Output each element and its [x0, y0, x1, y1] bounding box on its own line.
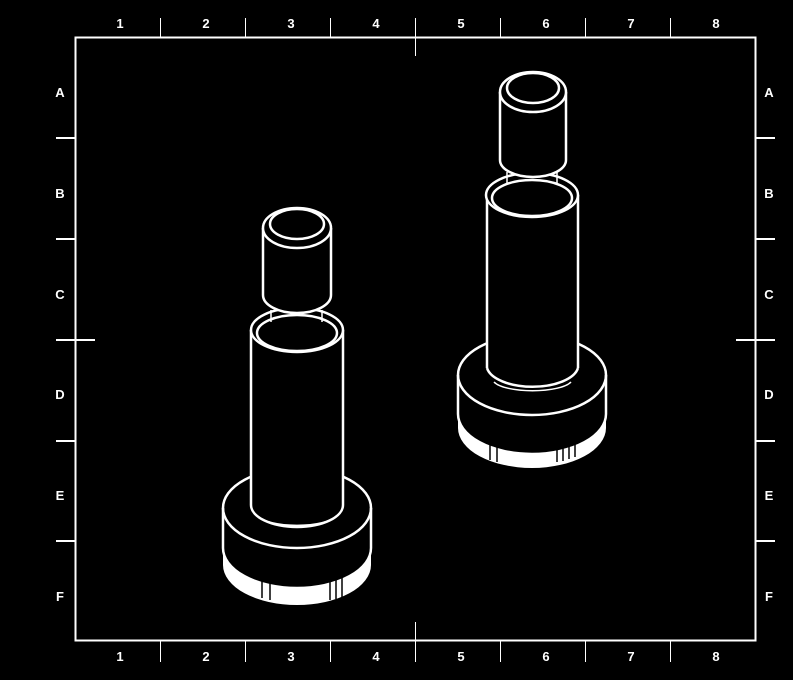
column-label: 7	[627, 16, 635, 31]
row-label: D	[764, 387, 774, 402]
row-label: D	[55, 387, 65, 402]
column-label: 1	[116, 649, 124, 664]
row-label: A	[55, 85, 65, 100]
column-label: 7	[627, 649, 635, 664]
column-label: 8	[712, 649, 720, 664]
column-label: 2	[202, 649, 210, 664]
row-label: E	[55, 488, 65, 503]
column-label: 1	[116, 16, 124, 31]
sheet-border	[74, 36, 757, 642]
right-zone-ticks	[736, 137, 775, 542]
column-label: 4	[372, 649, 380, 664]
column-label: 6	[542, 16, 550, 31]
column-label: 5	[457, 16, 465, 31]
row-label: F	[56, 589, 64, 604]
row-label: A	[764, 85, 774, 100]
row-label: F	[765, 589, 773, 604]
column-label: 4	[372, 16, 380, 31]
column-label: 3	[287, 649, 295, 664]
row-label: E	[764, 488, 774, 503]
right-stepped-cylinder	[456, 70, 608, 468]
row-label: B	[764, 186, 774, 201]
row-label: C	[764, 287, 774, 302]
column-label: 8	[712, 16, 720, 31]
column-label: 5	[457, 649, 465, 664]
column-label: 3	[287, 16, 295, 31]
left-zone-ticks	[56, 137, 95, 542]
row-label: B	[55, 186, 65, 201]
column-label: 6	[542, 649, 550, 664]
left-stepped-cylinder	[221, 206, 373, 605]
bottom-zone-ticks	[160, 622, 671, 662]
column-label: 2	[202, 16, 210, 31]
row-label: C	[55, 287, 65, 302]
top-zone-ticks	[160, 18, 671, 56]
